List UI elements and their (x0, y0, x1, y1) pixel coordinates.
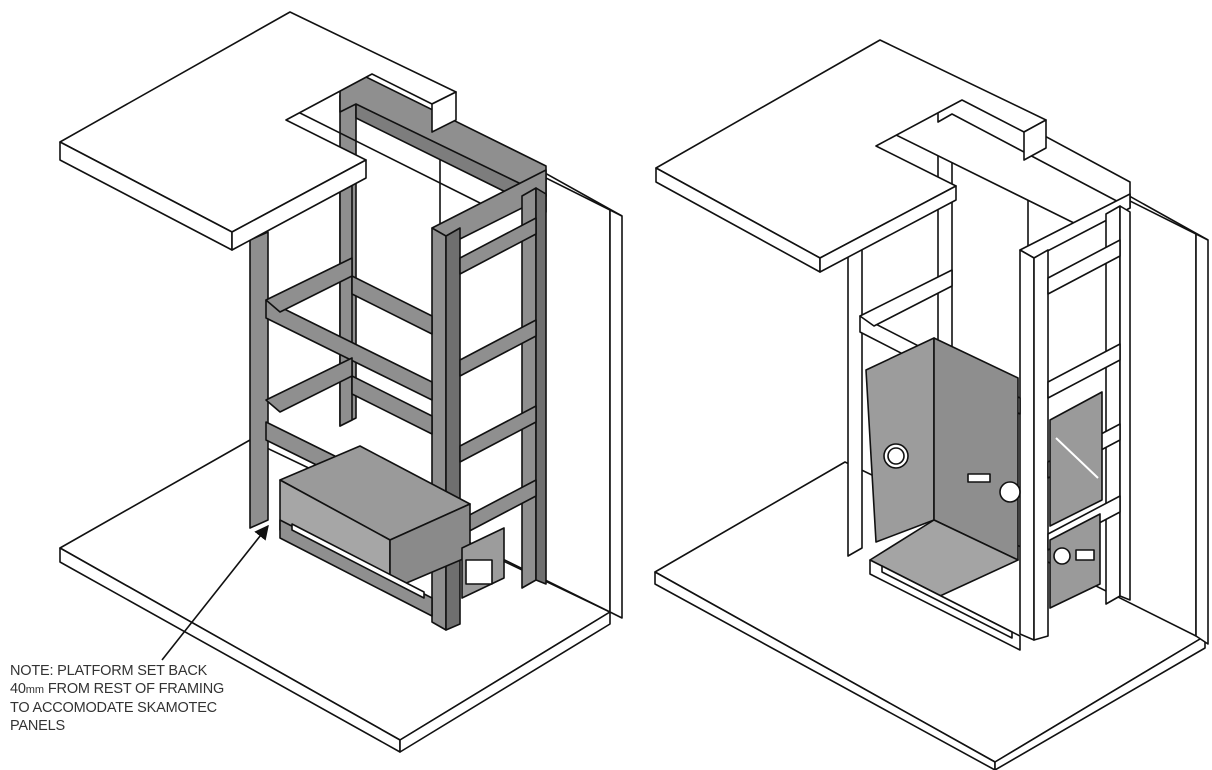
note-line-1: NOTE: PLATFORM SET BACK (10, 663, 208, 679)
right-skamotec-panels (865, 337, 1103, 651)
left-floor-slab (59, 439, 611, 753)
note-line-2-rest: FROM REST OF FRAMING (44, 681, 225, 697)
note-line-2-unit: mm (25, 684, 45, 696)
right-ceiling-slab (655, 39, 1047, 273)
note-line-2: 40mm FROM REST OF FRAMING (10, 680, 310, 699)
note-arrow (161, 524, 269, 661)
note-line-4: PANELS (10, 718, 65, 734)
right-illustration-panels-installed (654, 39, 1209, 770)
note-line-2-value: 40 (10, 681, 26, 697)
note-line-3: TO ACCOMODATE SKAMOTEC (10, 700, 217, 716)
left-ceiling-slab (59, 11, 457, 251)
left-illustration-steel-frame (59, 11, 623, 753)
right-floor-slab (654, 461, 1206, 770)
left-steel-frame (249, 71, 547, 631)
platform-setback-note: NOTE: PLATFORM SET BACK 40mm FROM REST O… (10, 662, 310, 735)
